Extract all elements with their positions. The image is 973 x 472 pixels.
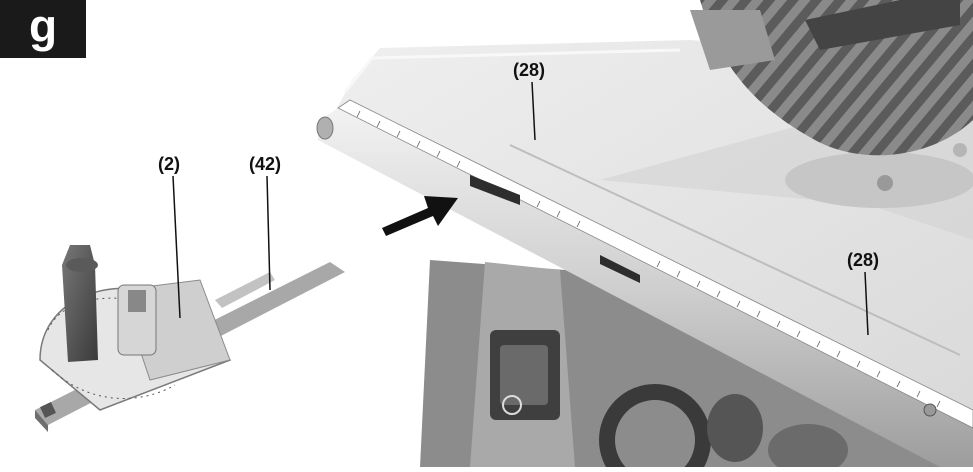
hand-wheel — [599, 384, 848, 472]
callout-28-right: (28) — [847, 250, 879, 270]
callout-2: (2) — [158, 154, 180, 174]
miter-gauge — [35, 245, 345, 432]
scale-ticks — [356, 110, 941, 408]
callout-28-top: (28) — [513, 60, 545, 80]
blade-guard — [690, 0, 973, 156]
leader-lines — [172, 81, 869, 336]
front-rail — [316, 99, 973, 467]
callout-42: (42) — [249, 154, 281, 174]
figure-letter: g — [28, 0, 58, 52]
insert-arrow — [382, 196, 458, 236]
figure-letter-badge: g — [0, 0, 86, 58]
